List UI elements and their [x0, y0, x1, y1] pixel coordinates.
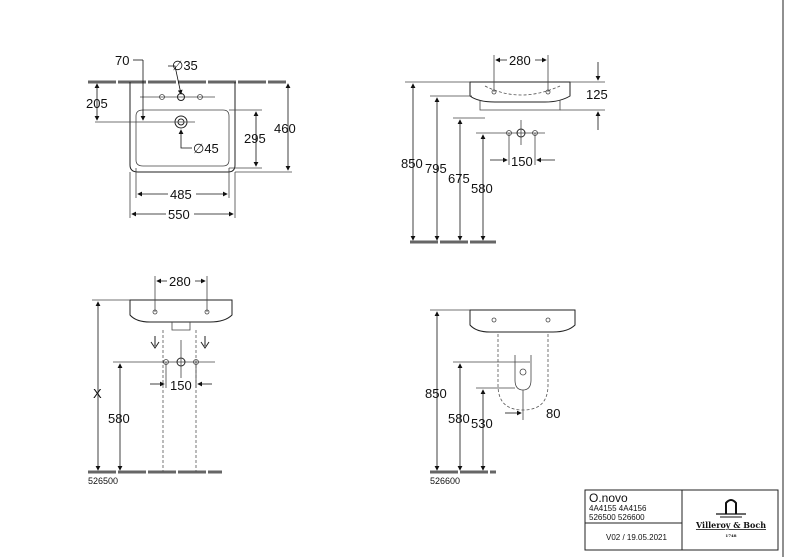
basin-side-outline — [469, 81, 571, 103]
article-codes-line1: 4A4155 4A4156 — [589, 504, 647, 513]
dim-460: 460 — [274, 121, 296, 136]
arrow-down-icon — [150, 336, 160, 349]
basin-front-outline — [129, 299, 233, 323]
pedestal-outline — [162, 330, 197, 472]
dim-580-pedestal: 580 — [108, 411, 130, 426]
side-view-drawing: 280 125 850 795 675 580 150 — [401, 52, 608, 244]
pedestal-view-drawing: 280 X 580 150 526500 — [88, 273, 233, 486]
basin-front-outline — [469, 309, 576, 333]
dim-125: 125 — [586, 87, 608, 102]
semipedestal-article-code: 526600 — [430, 476, 460, 486]
basin-bowl — [135, 109, 230, 167]
dim-205: 205 — [86, 96, 108, 111]
dim-580-semipedestal: 580 — [448, 411, 470, 426]
dim-550: 550 — [168, 207, 190, 222]
dim-485: 485 — [170, 187, 192, 202]
semipedestal-view-drawing: 850 580 530 80 526600 — [425, 309, 576, 486]
svg-text:Villeroy & Boch: Villeroy & Boch — [695, 520, 766, 530]
arrow-down-icon — [200, 336, 210, 349]
dim-295: 295 — [244, 131, 266, 146]
dim-580-side: 580 — [471, 181, 493, 196]
dim-280-pedestal: 280 — [169, 274, 191, 289]
svg-text:1748: 1748 — [725, 533, 736, 538]
product-name: O.novo — [589, 491, 628, 505]
dim-280-side: 280 — [509, 53, 531, 68]
article-codes-line2: 526500 526600 — [589, 513, 645, 522]
top-view-drawing: 70 ∅35 205 ∅45 295 460 485 550 — [86, 53, 296, 222]
basin-outline — [129, 82, 236, 173]
dim-150-pedestal: 150 — [170, 378, 192, 393]
dim-x: X — [93, 386, 102, 401]
version-date: V02 / 19.05.2021 — [606, 533, 667, 542]
title-block: O.novo 4A4155 4A4156 526500 526600 V02 /… — [584, 489, 779, 551]
dim-70: 70 — [115, 53, 129, 68]
dim-150-side: 150 — [511, 154, 533, 169]
villeroy-boch-logo: Villeroy & Boch 1748 — [695, 499, 766, 538]
dim-diameter-35: ∅35 — [172, 58, 198, 73]
dim-850-semipedestal: 850 — [425, 386, 447, 401]
dim-795: 795 — [425, 161, 447, 176]
dim-diameter-45: ∅45 — [193, 141, 219, 156]
dim-850-side: 850 — [401, 156, 423, 171]
dim-80: 80 — [546, 406, 560, 421]
pedestal-article-code: 526500 — [88, 476, 118, 486]
dim-675: 675 — [448, 171, 470, 186]
dim-530: 530 — [471, 416, 493, 431]
